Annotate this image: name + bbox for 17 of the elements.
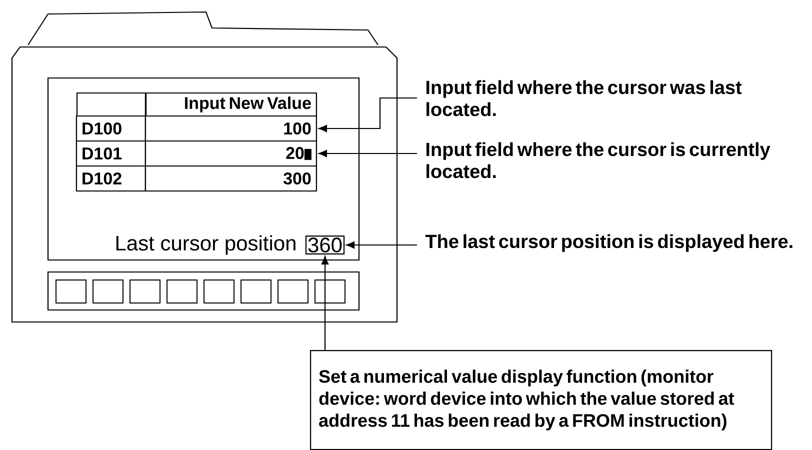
screen-text: Last cursor position: [116, 235, 296, 255]
callout-text: Input field where the cursor is currently located.: [426, 142, 770, 178]
leader-line: [321, 256, 329, 350]
note-box: Set a numerical value display function (monitor device: word device into which the value stored at address 11 has been read by a FROM instruction): [310, 350, 772, 450]
callout-text: The last cursor position is displayed here.: [425, 234, 792, 252]
header-cell: Input New Value: [144, 92, 317, 117]
table-cell: D101: [76, 140, 146, 167]
leader-line: [346, 241, 417, 249]
table-cell: D102: [76, 165, 146, 192]
table-cell: 300: [144, 165, 317, 192]
leader-line: [318, 97, 417, 132]
leader-line: [318, 150, 417, 158]
callout-text: Input field where the cursor was last located.: [426, 80, 742, 116]
value-box: 360: [305, 236, 345, 254]
input-field: 20: [144, 140, 317, 167]
table-cell: D100: [76, 115, 146, 142]
input-field: 100: [144, 115, 317, 142]
